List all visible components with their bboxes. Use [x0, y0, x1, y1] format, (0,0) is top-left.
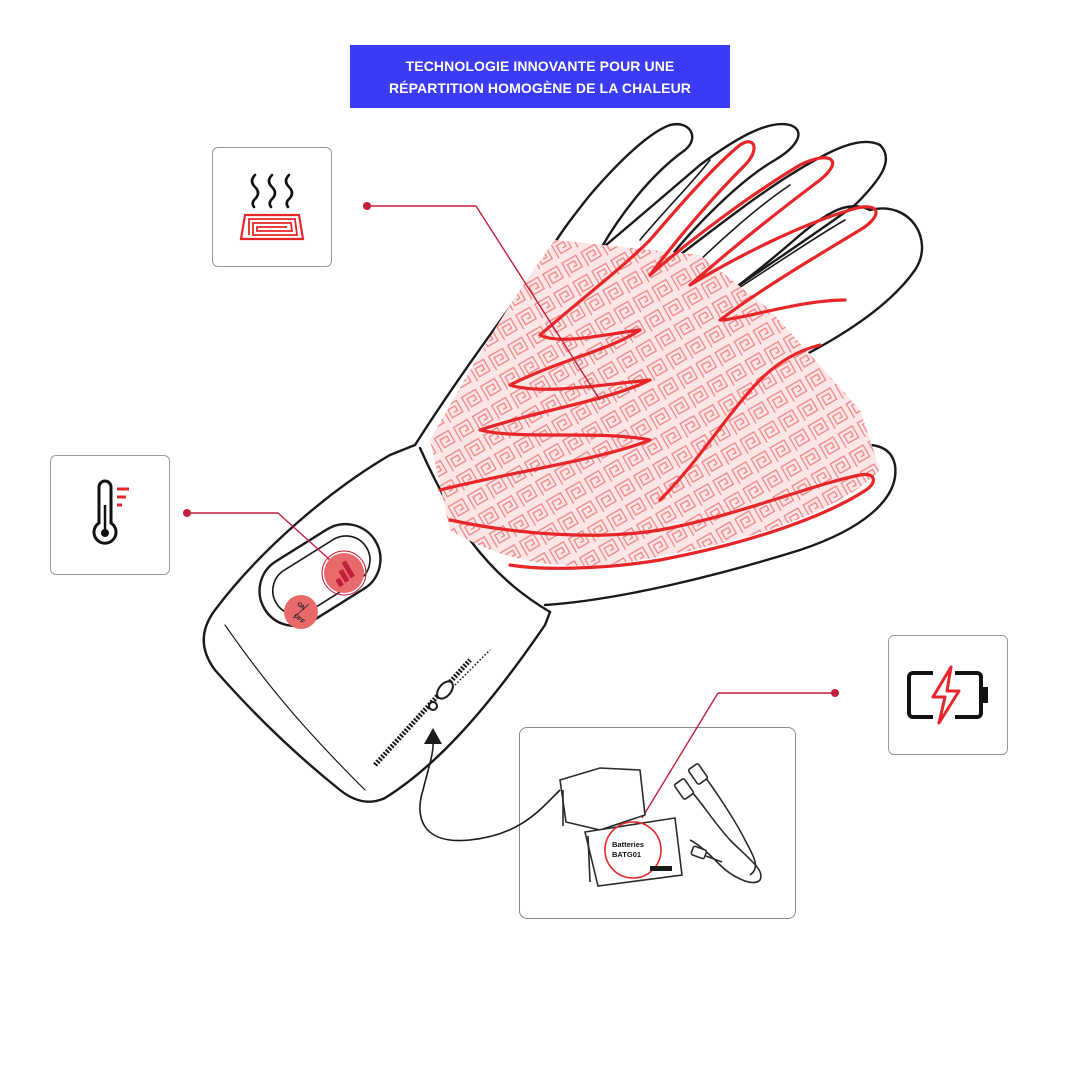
temperature-feature-card: [50, 455, 170, 575]
battery-charging-icon: [907, 665, 988, 725]
battery-pack-illustration: [559, 767, 683, 887]
battery-feature-card: [888, 635, 1008, 755]
battery-label-line-1: Batteries: [612, 840, 644, 849]
battery-connectors: [673, 763, 762, 884]
zipper: [373, 649, 491, 767]
power-button: ON OFF: [284, 595, 318, 629]
callout-battery: [641, 689, 839, 819]
headline-line-1: TECHNOLOGIE INNOVANTE POUR UNE: [405, 57, 675, 74]
heating-wire: [438, 140, 878, 570]
callout-temperature: [183, 509, 331, 561]
power-on-label: ON: [295, 602, 306, 612]
callout-heat: [363, 202, 601, 401]
battery-cable: [419, 728, 561, 842]
heating-feature-card: [212, 147, 332, 267]
battery-label-line-2: BATG01: [612, 850, 641, 859]
headline-banner: TECHNOLOGIE INNOVANTE POUR UNE RÉPARTITI…: [350, 45, 730, 108]
thermometer-icon: [92, 479, 129, 545]
heating-pattern: [430, 240, 880, 566]
heating-element-icon: [239, 173, 305, 241]
heat-level-button: [321, 550, 367, 596]
headline-line-2: RÉPARTITION HOMOGÈNE DE LA CHALEUR: [388, 79, 692, 96]
